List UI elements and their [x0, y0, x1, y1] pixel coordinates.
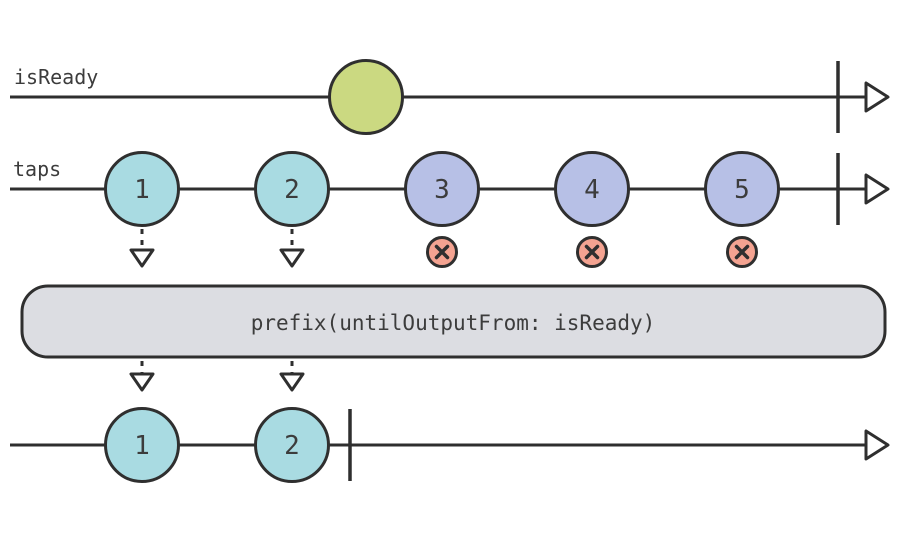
marble-value: 1: [134, 431, 150, 461]
tap-marble-4: 4: [554, 151, 630, 227]
marble-value: 4: [584, 175, 600, 205]
marble-value: 5: [734, 175, 750, 205]
timeline-arrowhead-icon: [864, 173, 890, 205]
output-timeline: 1 2: [10, 407, 890, 483]
tap-marble-5: 5: [704, 151, 780, 227]
x-mark: [434, 244, 450, 260]
operator-box: prefix(untilOutputFrom: isReady): [20, 284, 887, 359]
pass-arrow-head: [129, 372, 155, 392]
x-mark: [584, 244, 600, 260]
tap-marble-3: 3: [404, 151, 480, 227]
marble-value: 2: [284, 175, 300, 205]
pass-arrow-icon: [129, 361, 155, 392]
tap-marble-1: 1: [104, 151, 180, 227]
marble-circle: [254, 407, 330, 483]
output-marble-1: 1: [104, 407, 180, 483]
marble-circle: [554, 151, 630, 227]
timeline-arrowhead-icon: [864, 81, 890, 113]
x-mark: [734, 244, 750, 260]
pass-arrow-head: [279, 372, 305, 392]
isready-timeline: isReady: [10, 59, 890, 135]
dropped-x-icon: [726, 236, 758, 268]
pass-arrow-head: [279, 248, 305, 268]
tap-marble-2: 2: [254, 151, 330, 227]
operator-label: prefix(untilOutputFrom: isReady): [251, 311, 656, 335]
marble-value: 2: [284, 431, 300, 461]
dropped-x-icon: [426, 236, 458, 268]
output-marble-2: 2: [254, 407, 330, 483]
isready-label: isReady: [14, 65, 98, 89]
pass-arrow-icon: [279, 361, 305, 392]
marble-value: 3: [434, 175, 450, 205]
pass-arrow-icon: [129, 229, 155, 268]
taps-timeline: taps 1 2 3 4 5: [10, 151, 890, 268]
dropped-x-icon: [576, 236, 608, 268]
marble-value: 1: [134, 175, 150, 205]
marble-circle: [704, 151, 780, 227]
marble-circle: [104, 407, 180, 483]
marble-circle: [104, 151, 180, 227]
timeline-arrowhead-icon: [864, 429, 890, 461]
isready-output-marble: [328, 59, 404, 135]
marble-circle: [254, 151, 330, 227]
pass-arrow-icon: [279, 229, 305, 268]
taps-label: taps: [13, 157, 61, 181]
operator-box-rect: [20, 284, 887, 359]
pass-arrow-head: [129, 248, 155, 268]
marble-circle: [404, 151, 480, 227]
